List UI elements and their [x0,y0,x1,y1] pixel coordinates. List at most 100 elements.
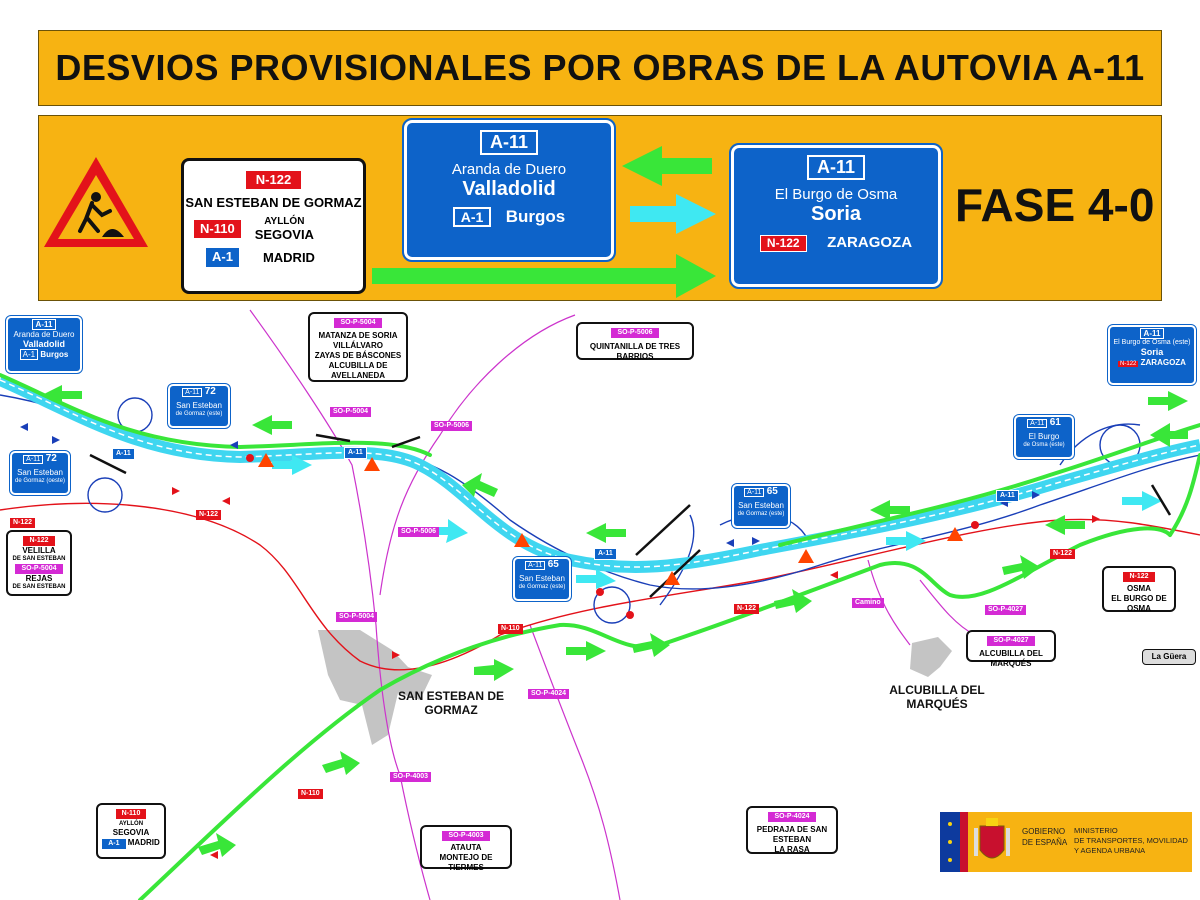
road-tag-n122: N-122 [1050,549,1076,559]
exit-number: 65 [547,559,559,570]
road-tag-sop5004: SO-P-5004 [334,318,382,328]
exit-72-sign: A-11 72 San Esteban de Gormaz (oeste) [9,450,71,496]
road-tag-sop5004: SO-P-5004 [15,564,63,574]
roadworks-warning-icon [44,157,148,247]
road-tag-n122: N-122 [759,235,807,253]
exit-number: 72 [204,386,216,397]
road-tag-sop4024: SO-P-4024 [528,689,570,699]
road-tag-n110: N-110 [194,220,241,239]
road-tag-sop4027: SO-P-4027 [985,605,1027,615]
road-tag-a1: A-1 [452,207,492,227]
road-tag-a11: A-11 [31,319,57,330]
destination-label: Burgos [40,349,69,359]
exit-number: 72 [45,453,57,464]
exit-65-sign: A-11 65 San Esteban de Gormaz (este) [731,483,791,529]
town-label-san-esteban: SAN ESTEBAN DE GORMAZ [397,689,504,717]
road-tag-a11: A-11 [1027,419,1048,428]
destination-label: MADRID [127,838,160,848]
destination-label: Valladolid [22,339,65,350]
road-tag-a1: A-1 [102,839,126,849]
map-west-direction-sign: A-11 Aranda de Duero Valladolid A-1 Burg… [5,315,83,374]
destination-label: de Gormaz (oeste) [14,477,66,484]
sign-osma: N-122 OSMA EL BURGO DE OSMA [1102,566,1176,613]
roadworks-signs [258,453,963,585]
ministry-logo: GOBIERNO DE ESPAÑA MINISTERIO DE TRANSPO… [940,812,1192,872]
town-label-alcubilla: ALCUBILLA DEL MARQUÉS [889,683,985,711]
road-tag-sop4024: SO-P-4024 [768,812,816,822]
road-tag-a11: A-11 [182,388,203,397]
destination-label: LA RASA [774,844,810,854]
destination-label: SAN ESTEBAN DE GORMAZ [185,195,362,211]
road-tag-n110: N-110 [298,789,323,799]
road-tag-a11: A-11 [1139,328,1165,339]
ministry-line: MINISTERIO [1074,826,1118,835]
sign-sop5004-destinations: SO-P-5004 MATANZA DE SORIA VILLÁLVARO ZA… [308,312,408,382]
destination-label: SEGOVIA [254,227,314,243]
road-tag-n122: N-122 [245,171,302,190]
exit-72-sign: A-11 72 San Esteban de Gormaz (este) [167,383,231,429]
road-tag-a1: A-1 [206,248,239,267]
closure-barriers [89,433,1172,598]
road-tag-sop4027: SO-P-4027 [987,636,1035,646]
road-tag-sop5006: SO-P-5006 [431,421,473,431]
destination-label: AYLLÓN [118,820,144,827]
government-line: DE ESPAÑA [1022,838,1068,847]
sign-ayllon-segovia: N-110 AYLLÓN SEGOVIA A-1 MADRID [96,803,166,859]
road-tag-a11: A-11 [744,488,765,497]
phase-label: FASE 4-0 [955,179,1155,231]
destination-label: DE SAN ESTEBAN [12,555,66,562]
exit-number: 65 [766,486,778,497]
ministry-label: MINISTERIO DE TRANSPORTES, MOVILIDAD Y A… [1074,826,1188,856]
secondary-roads [249,309,976,900]
road-tag-n110: N-110 [498,624,523,634]
road-tag-n122: N-122 [10,518,36,528]
road-tag-a11: A-11 [23,455,44,464]
destination-label: ZAYAS DE BÁSCONES [314,350,402,360]
arrow-left-icon [622,146,712,186]
destination-label: Aranda de Duero [451,161,567,178]
road-tag-n122: N-122 [1118,360,1139,367]
destination-label: El Burgo [1028,432,1060,441]
destination-label: SEGOVIA [112,828,150,838]
road-tag-sop5004: SO-P-5004 [330,407,372,417]
destination-label: QUINTANILLA DE TRES BARRIOS [589,341,681,361]
ministry-line: DE TRANSPORTES, MOVILIDAD [1074,836,1188,845]
detour-arrows [42,385,1188,857]
destination-label: San Esteban [738,501,784,510]
government-line: GOBIERNO [1022,827,1066,836]
n122-arrows [172,487,1100,859]
destination-label: VELILLA [22,545,56,555]
destination-label: San Esteban [519,574,565,583]
no-entry-signs [246,454,979,619]
sign-velilla-rejas: N-122 VELILLA DE SAN ESTEBAN SO-P-5004 R… [6,530,72,596]
destination-label: de Gormaz (este) [737,510,785,517]
exit-number: 61 [1049,417,1061,428]
destination-label: Valladolid [462,178,556,200]
destination-label: San Esteban [176,401,222,410]
destination-label: ATAUTA [450,842,482,852]
map-east-direction-sign: A-11 El Burgo de Osma (este) Soria N-122… [1107,324,1197,386]
destination-label: ALCUBILLA DE AVELLANEDA [328,360,388,380]
road-tag-n122: N-122 [734,604,760,614]
destination-label: MONTEJO DE TIERMES [439,852,493,872]
destination-label: Aranda de Duero [13,329,75,339]
arrow-right-icon [372,254,716,298]
legend-arrows [372,146,716,298]
town-area-san-esteban [318,630,432,745]
road-tag-n122: N-122 [1123,572,1155,582]
road-tag-sop5006: SO-P-5006 [611,328,659,338]
exit-61-sign: A-11 61 El Burgo de Osma (este) [1013,414,1075,460]
destination-label: OSMA [1127,583,1151,593]
road-tag-a11: A-11 [112,448,135,460]
ministry-line: Y AGENDA URBANA [1074,846,1146,855]
arrow-right-icon [630,194,716,234]
place-label-la-guera: La Güera [1142,649,1196,665]
exit-65-sign: A-11 65 San Esteban de Gormaz (este) [512,556,572,602]
road-tag-a11: A-11 [479,130,539,155]
destination-label: El Burgo de Osma (este) [1113,338,1191,346]
destination-label: Soria [810,203,862,225]
page-title: DESVIOS PROVISIONALES POR OBRAS DE LA AU… [55,47,1145,88]
sign-sop5006-destinations: SO-P-5006 QUINTANILLA DE TRES BARRIOS [576,322,694,361]
road-tag-a11: A-11 [525,561,546,570]
sign-alcubilla: SO-P-4027 ALCUBILLA DEL MARQUÉS [966,630,1056,668]
